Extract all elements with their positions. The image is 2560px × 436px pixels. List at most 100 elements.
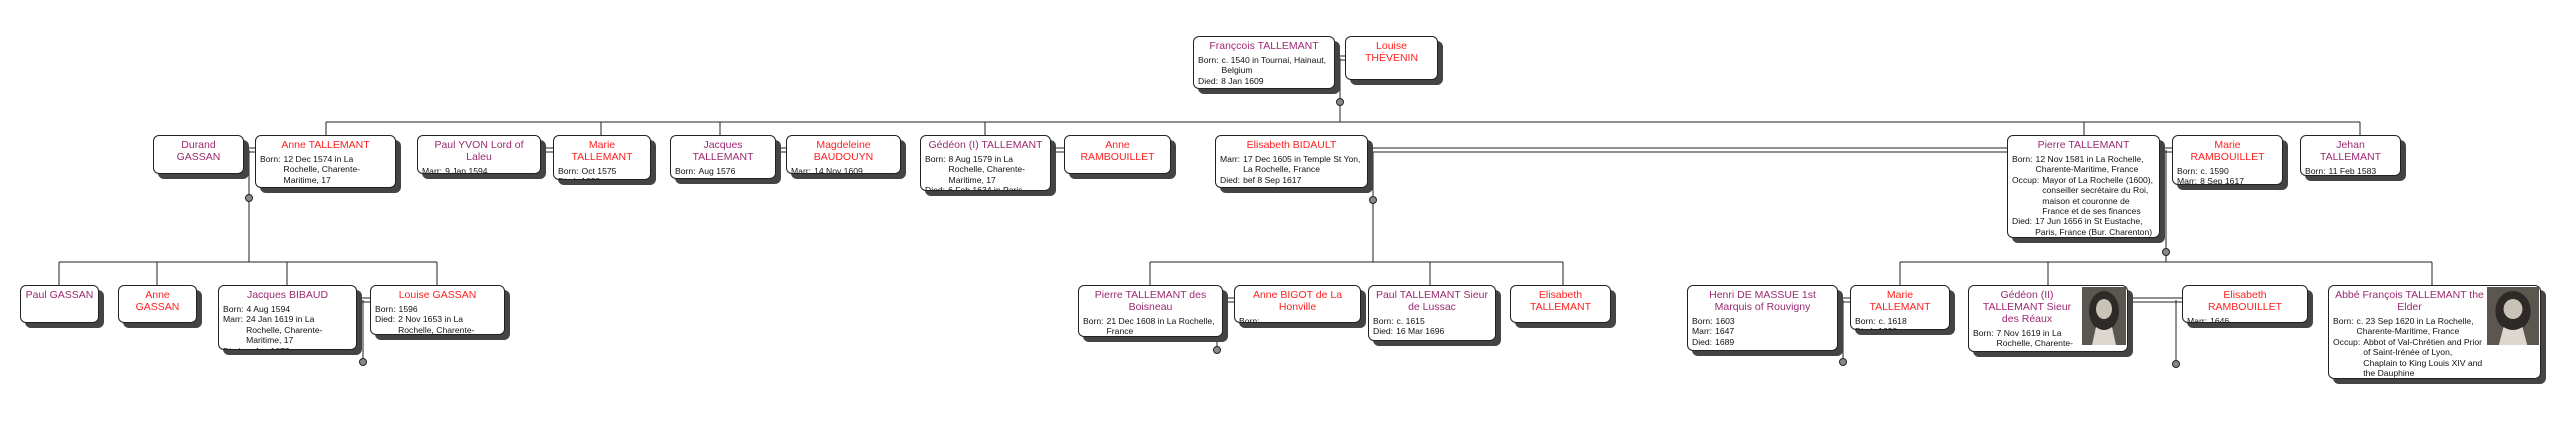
person-name[interactable]: Gédéon (II) TALLEMANT Sieur des Réaux: [1982, 289, 2072, 325]
person-name[interactable]: Elisabeth TALLEMANT: [1529, 289, 1592, 313]
portrait-photo: [2082, 287, 2126, 345]
person-name[interactable]: Paul GASSAN: [25, 289, 94, 301]
expand-node-icon[interactable]: [1839, 358, 1847, 366]
person-name[interactable]: Françcois TALLEMANT: [1209, 40, 1319, 52]
detail-value: 12 Nov 1581 in La Rochelle, Charente-Mar…: [2035, 154, 2144, 175]
person-name[interactable]: Elisabeth RAMBOUILLET: [2207, 289, 2283, 313]
detail-occup: Occup:Mayor of La Rochelle (1600), conse…: [2012, 175, 2155, 217]
person-box-paul-gassan[interactable]: Paul GASSAN: [20, 285, 99, 323]
detail-died: Died:1628: [558, 176, 646, 179]
person-name[interactable]: Marie TALLEMANT: [571, 139, 633, 163]
person-name[interactable]: Jacques BIBAUD: [246, 289, 329, 301]
detail-born: Born:4 Aug 1594: [223, 304, 352, 314]
expand-node-icon[interactable]: [2162, 248, 2170, 256]
detail-died: Died:3 Aug 1617: [260, 185, 391, 187]
person-name[interactable]: Jacques TALLEMANT: [692, 139, 754, 163]
detail-label: Marr:: [1692, 326, 1713, 337]
detail-value: 12 Dec 1574 in La Rochelle, Charente-Mar…: [283, 154, 360, 185]
detail-value: Aug 1576: [698, 166, 736, 176]
expand-node-icon[interactable]: [1369, 196, 1377, 204]
person-name[interactable]: Louise THÉVENIN: [1364, 40, 1419, 64]
detail-label: Died:: [1373, 326, 1394, 337]
detail-label: Born:: [2177, 166, 2198, 176]
detail-value: Oct 1575: [581, 166, 617, 176]
person-name[interactable]: Anne GASSAN: [135, 289, 180, 313]
person-name[interactable]: Paul YVON Lord of Laleu: [434, 139, 524, 163]
expand-node-icon[interactable]: [2172, 360, 2180, 368]
expand-node-icon[interactable]: [359, 358, 367, 366]
detail-born: Born:1603: [1692, 316, 1833, 326]
detail-born: Born:c. 1618: [1855, 316, 1945, 326]
expand-node-icon[interactable]: [1213, 346, 1221, 354]
detail-died: Died:6 May 1693 in Paris, France: [2333, 378, 2486, 379]
person-name[interactable]: Pierre TALLEMANT des Boisneau: [1094, 289, 1207, 313]
detail-label: Died:: [558, 176, 578, 179]
person-name[interactable]: Gédéon (I) TALLEMANT: [928, 139, 1043, 151]
person-name[interactable]: Anne TALLEMANT: [281, 139, 370, 151]
person-name[interactable]: Marie RAMBOUILLET: [2190, 139, 2265, 163]
person-name[interactable]: Durand GASSAN: [176, 139, 221, 163]
person-box-anne-tallemant[interactable]: Anne TALLEMANT Born:12 Dec 1574 in La Roc…: [255, 135, 396, 188]
expand-node-icon[interactable]: [1336, 98, 1344, 106]
detail-label: Occup:: [2012, 174, 2040, 185]
person-box-anne-rambouillet[interactable]: Anne RAMBOUILLET: [1064, 135, 1171, 174]
detail-born: Born:c. 1590: [2177, 166, 2278, 176]
detail-label: Marr:: [2177, 176, 2198, 185]
detail-value: 6 May 1693 in Paris, France: [2356, 378, 2486, 379]
person-name[interactable]: Abbé François TALLEMANT the Elder: [2335, 289, 2484, 313]
detail-died: Died:1689: [1692, 337, 1833, 347]
person-box-louise-thevenin[interactable]: Louise THÉVENIN: [1345, 36, 1438, 80]
detail-born: Born:: [1239, 316, 1356, 322]
detail-value: 24 Jan 1619 in La Rochelle, Charente-Mar…: [246, 314, 323, 346]
detail-label: Died:: [1855, 326, 1875, 329]
detail-died: Died:17 Jun 1656 in St Eustache, Paris, …: [2012, 216, 2155, 237]
detail-label: Born:: [675, 166, 696, 176]
detail-value: Mayor of La Rochelle (1600), conseiller …: [2042, 174, 2154, 217]
detail-value: c. 1618: [1878, 316, 1907, 326]
person-name[interactable]: Elisabeth BIDAULT: [1246, 139, 1337, 151]
detail-label: Died:: [223, 346, 243, 349]
person-name[interactable]: Magdeleine BAUDOUYN: [813, 139, 874, 163]
detail-died: Died:6 Feb 1634 in Paris, France: [925, 185, 1046, 190]
person-name[interactable]: Paul TALLEMANT Sieur de Lussac: [1375, 289, 1489, 313]
person-name[interactable]: Louise GASSAN: [398, 289, 477, 301]
detail-value: 3 Aug 1617: [283, 185, 391, 187]
person-name[interactable]: Marie TALLEMANT: [1869, 289, 1931, 313]
person-name[interactable]: Jehan TALLEMANT: [2319, 139, 2382, 163]
detail-born: Born:Aug 1576: [675, 166, 771, 176]
expand-node-icon[interactable]: [245, 194, 253, 202]
person-box-elisabeth-tallemant[interactable]: Elisabeth TALLEMANT: [1510, 285, 1611, 323]
person-name[interactable]: Henri DE MASSUE 1st Marquis of Rouvigny: [1709, 289, 1816, 313]
detail-born: Born:12 Dec 1574 in La Rochelle, Charent…: [260, 154, 391, 185]
person-box-anne-gassan[interactable]: Anne GASSAN: [118, 285, 197, 323]
person-name[interactable]: Anne BIGOT de La Honville: [1252, 289, 1343, 313]
detail-value: 14 Nov 1609: [814, 166, 863, 174]
detail-label: Born:: [1198, 55, 1219, 65]
detail-label: Marr:: [223, 314, 244, 325]
detail-label: Born:: [2333, 316, 2354, 326]
person-name[interactable]: Pierre TALLEMANT: [2037, 139, 2130, 151]
detail-label: Marr:: [1220, 154, 1241, 164]
person-name[interactable]: Anne RAMBOUILLET: [1080, 139, 1155, 163]
person-box-durand-gassan[interactable]: Durand GASSAN: [153, 135, 244, 174]
